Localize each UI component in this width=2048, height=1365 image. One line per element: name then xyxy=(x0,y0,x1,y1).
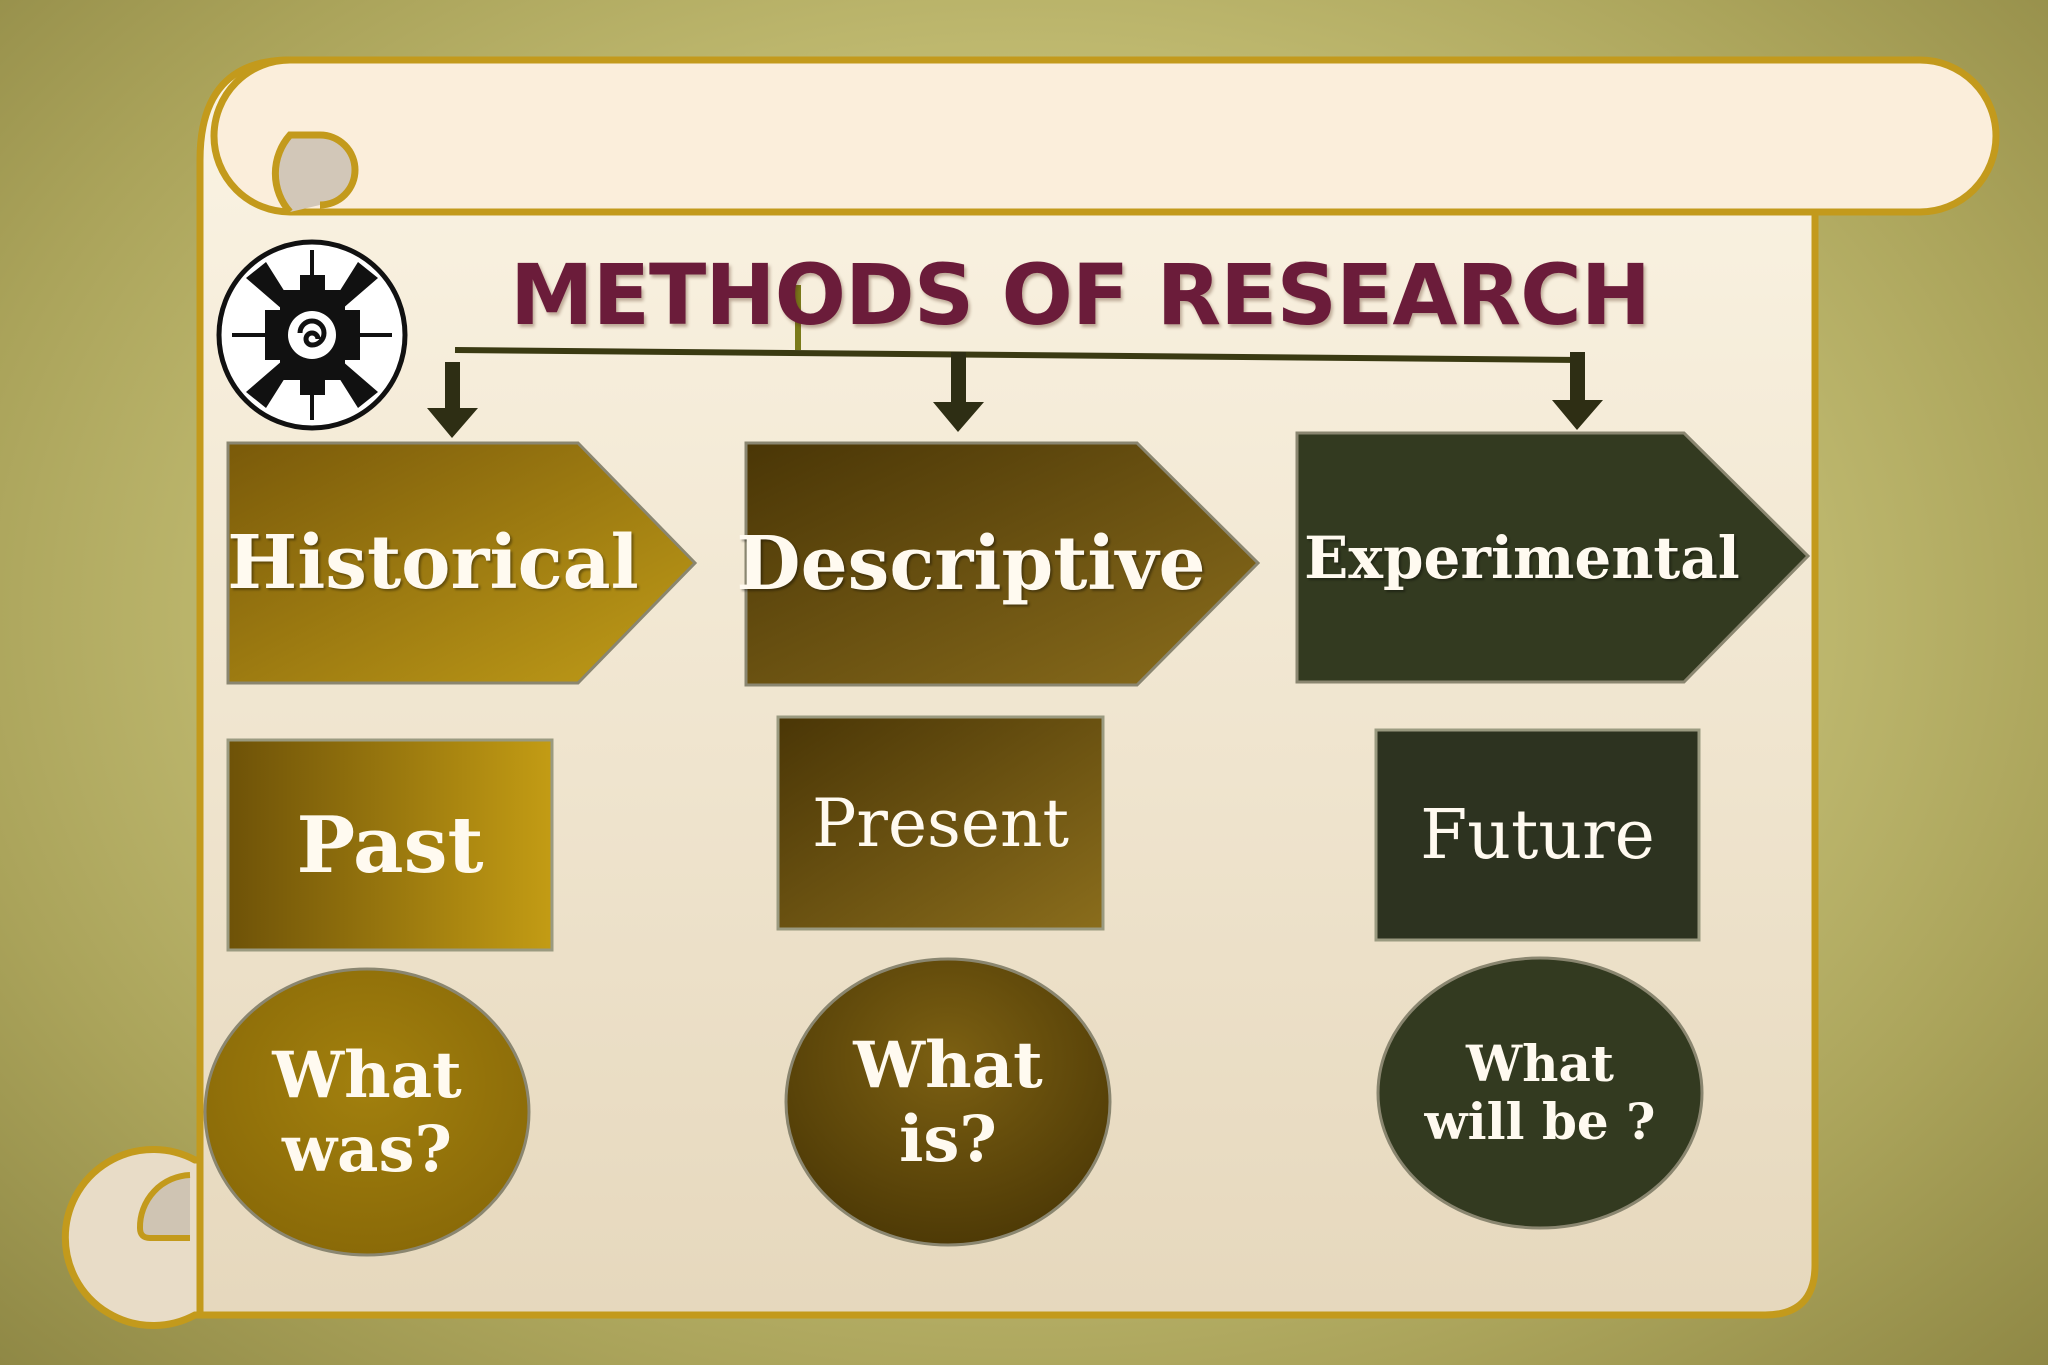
descriptive-shape xyxy=(744,441,1261,687)
present-label: Present xyxy=(812,784,1069,862)
question-descriptive-line1: What xyxy=(853,1027,1043,1103)
descriptive-label: Descriptive xyxy=(736,521,1206,607)
down-arrows xyxy=(427,352,1603,438)
arrow-to-experimental xyxy=(1552,352,1603,430)
scroll-bottom-curl-inner xyxy=(136,1172,191,1241)
historical-label: Historical xyxy=(227,520,639,606)
question-descriptive: What is? xyxy=(796,980,1100,1225)
hunab-ku-icon xyxy=(216,239,408,431)
arrow-to-historical xyxy=(427,362,478,438)
page-title: METHODS OF RESEARCH xyxy=(510,246,1651,344)
question-experimental: What will be ? xyxy=(1388,975,1692,1210)
question-historical: What was? xyxy=(215,990,519,1235)
scroll-top-curl xyxy=(271,131,359,215)
future-label: Future xyxy=(1420,795,1655,875)
question-descriptive-line2: is? xyxy=(899,1101,997,1177)
question-ellipse-descriptive xyxy=(784,957,1112,1247)
scroll-top-roll xyxy=(210,56,2000,216)
question-experimental-line1: What xyxy=(1466,1034,1614,1093)
past-box xyxy=(226,738,554,952)
present-box xyxy=(776,715,1105,931)
question-ellipse-experimental xyxy=(1376,956,1704,1230)
experimental-label: Experimental xyxy=(1304,523,1740,592)
historical-shape xyxy=(226,441,698,685)
connector-lines xyxy=(454,285,1581,363)
past-label: Past xyxy=(296,799,484,891)
question-historical-line2: was? xyxy=(281,1111,453,1187)
question-ellipse-historical xyxy=(203,967,531,1257)
experimental-shape xyxy=(1295,431,1811,684)
arrow-to-descriptive xyxy=(933,352,984,432)
question-experimental-line2: will be ? xyxy=(1424,1091,1656,1151)
future-box xyxy=(1374,728,1701,942)
question-historical-line1: What xyxy=(272,1037,462,1113)
